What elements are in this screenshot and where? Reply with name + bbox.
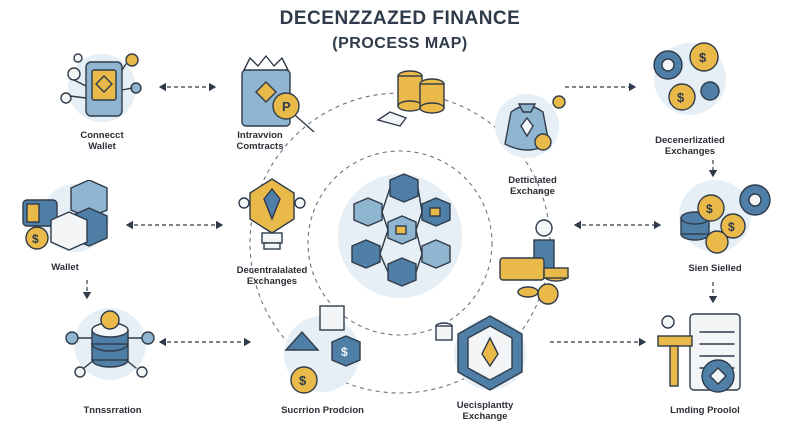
gear-coin-icon: $ $	[653, 42, 726, 115]
label-interaction-contracts: Intravvion Comtracts	[236, 130, 284, 152]
node-blockchain	[332, 168, 468, 303]
label-dex-left: Decentralalated Exchanges	[236, 265, 308, 287]
svg-text:$: $	[699, 50, 707, 65]
label-lending-protocol: Lmding Proolol	[670, 405, 740, 416]
label-wallet: Wallet	[51, 262, 79, 273]
wallet-cube-icon: $	[22, 179, 109, 252]
label-dex-top: Decenerlizatied Exchanges	[655, 135, 725, 157]
node-uecispiantty-exchange	[430, 310, 540, 405]
node-interaction-contracts: P	[222, 52, 332, 137]
page-title: DECENZZAZED FINANCE	[279, 8, 521, 29]
node-coin-stack	[370, 62, 460, 137]
node-sien-sielled: $ $	[665, 178, 775, 263]
label-sien-sielled: Sien Sielled	[688, 263, 742, 274]
blockchain-cubes-icon	[338, 173, 462, 298]
page-subtitle: (PROCESS MAP)	[332, 35, 468, 52]
label-distributed-exchange: Detticiated Exchange	[508, 175, 557, 197]
money-bag-icon	[495, 94, 566, 158]
node-dex-left	[232, 175, 312, 265]
node-distributed-exchange	[485, 82, 575, 167]
svg-text:$: $	[32, 232, 39, 246]
label-suction-production: Sucrrion Prodcion	[281, 405, 364, 416]
node-wallet: $	[15, 179, 125, 265]
node-lending-protocol	[650, 310, 750, 405]
inner-ring	[307, 150, 493, 336]
svg-text:$: $	[728, 220, 735, 234]
clipboard-hammer-icon	[657, 313, 741, 393]
contract-scroll-icon: P	[241, 55, 315, 133]
node-suction-production: $ $	[270, 302, 375, 402]
label-transaction: Tnnssrration	[83, 405, 142, 416]
cash-coins-icon	[499, 219, 569, 305]
hexagon-token-icon	[435, 315, 526, 391]
node-transaction	[60, 298, 165, 393]
coin-stack-icon	[376, 70, 445, 127]
phone-wallet-icon	[60, 53, 142, 122]
database-network-icon	[65, 308, 155, 380]
node-dex-top: $ $	[640, 35, 740, 125]
svg-text:$: $	[341, 345, 348, 359]
label-connect-wallet: Connecct Wallet	[80, 130, 124, 152]
svg-text:$: $	[299, 373, 307, 388]
coin-box-icon: $ $	[284, 305, 361, 394]
coin-gear-icon: $ $	[679, 180, 771, 254]
svg-text:$: $	[706, 202, 713, 216]
node-cash-coins	[492, 218, 577, 313]
lightbulb-gem-icon	[238, 178, 306, 250]
svg-text:P: P	[282, 99, 291, 114]
svg-text:$: $	[677, 90, 685, 105]
label-uecispiantty-exchange: Uecisplantty Exchange	[456, 400, 514, 422]
node-connect-wallet	[50, 40, 155, 130]
